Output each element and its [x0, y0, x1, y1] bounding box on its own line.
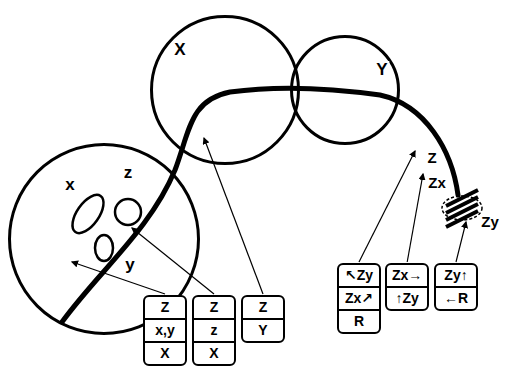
region-label: x [63, 176, 76, 194]
box-cell: Z [243, 297, 283, 320]
part-label: Zx [427, 175, 447, 191]
key-box: Zy↑←R [434, 263, 478, 311]
region-label: z [122, 164, 135, 182]
box-cell: Y [243, 320, 283, 341]
circle-outline [290, 35, 400, 145]
box-cell: Zy↑ [436, 265, 476, 288]
leader-line [456, 222, 466, 262]
y-loop [95, 235, 113, 261]
box-cell: X [145, 343, 185, 364]
box-cell: ↑Zy [387, 288, 427, 309]
region-label: Y [374, 61, 389, 79]
z-loop [115, 199, 141, 225]
region-label: y [123, 256, 136, 274]
circle-outline [292, 37, 399, 144]
region-label: X [172, 41, 187, 59]
key-box: ZY [241, 295, 285, 343]
box-cell: X [194, 343, 234, 364]
coil-bar [446, 211, 478, 227]
region-circle: Y [290, 35, 400, 145]
box-cell: x,y [145, 320, 185, 343]
box-cell: Z [194, 297, 234, 320]
key-box: Zx→↑Zy [385, 263, 429, 311]
leader-line [407, 174, 423, 262]
circle-outline [152, 17, 299, 164]
leader-line [72, 262, 165, 294]
leader-line [132, 228, 214, 294]
thick-strand [62, 88, 458, 322]
region-circle: X [150, 15, 300, 165]
box-cell: R [339, 311, 379, 332]
key-box: ↖ZyZx↗R [337, 263, 381, 334]
box-cell: Zx→ [387, 265, 427, 288]
x-loop [66, 190, 109, 239]
key-box: Zx,yX [143, 295, 187, 366]
box-cell: ↖Zy [339, 265, 379, 288]
key-box: ZzX [192, 295, 236, 366]
box-cell: Z [145, 297, 185, 320]
part-label: Zy [480, 214, 500, 230]
circle-outline [150, 15, 300, 165]
box-cell: z [194, 320, 234, 343]
leader-line [359, 151, 415, 262]
part-label: Z [426, 150, 437, 166]
box-cell: ←R [436, 288, 476, 309]
box-cell: Zx↗ [339, 288, 379, 311]
